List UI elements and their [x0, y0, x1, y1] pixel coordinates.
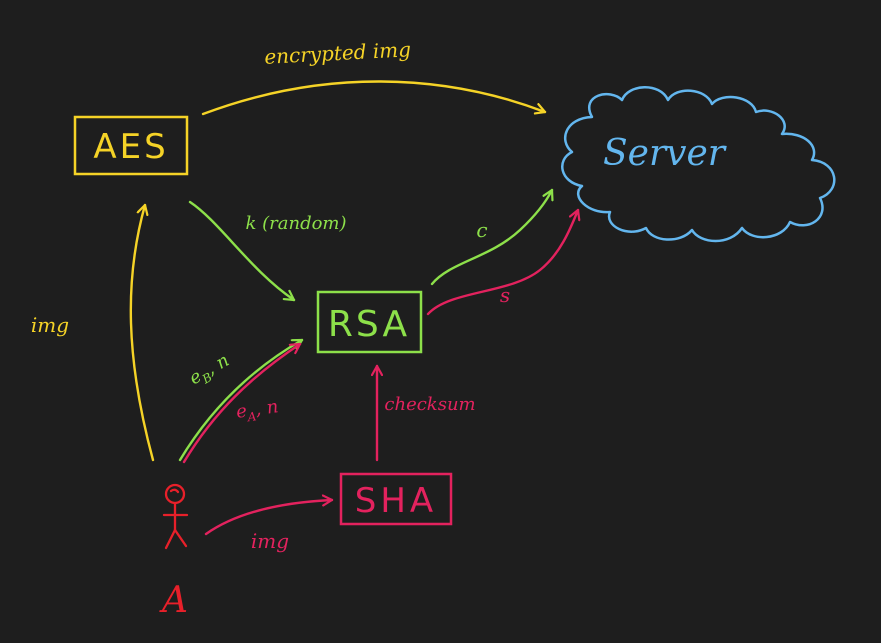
arrow-rsa-server-s — [426, 208, 578, 316]
sha-label: SHA — [355, 481, 437, 521]
edge-label-ea-n: eA, n — [235, 396, 280, 426]
rsa-label: RSA — [328, 304, 410, 345]
server-label: Server — [603, 133, 727, 174]
edge-aes-to-rsa: k (random) — [188, 200, 347, 302]
ea-base: e — [235, 401, 248, 423]
edge-aes-to-server: encrypted img — [201, 37, 547, 116]
edge-sha-to-rsa: checksum — [377, 364, 476, 462]
rsa-box — [316, 290, 423, 354]
actor-a: A — [159, 483, 189, 621]
arrow-aes-rsa — [188, 200, 296, 302]
ea-suffix: , n — [254, 396, 280, 420]
arrow-ea-rsa — [182, 342, 302, 464]
person-icon — [162, 483, 189, 550]
ea-subscript: A — [246, 409, 258, 424]
arrow-aes-server — [201, 80, 547, 116]
edge-label-c: c — [476, 218, 487, 242]
rsa-node: RSA — [316, 290, 423, 354]
edge-label-s: s — [500, 283, 510, 307]
edge-label-eb-n: eB, n — [186, 350, 235, 392]
sha-node: SHA — [339, 472, 453, 526]
aes-node: AES — [73, 115, 189, 176]
edge-rsa-to-server-c: c — [430, 188, 552, 286]
actor-label: A — [159, 580, 188, 621]
edge-label-img-sha: img — [251, 529, 289, 553]
arrow-eb-rsa — [178, 338, 304, 462]
edge-label-encrypted-img: encrypted img — [264, 37, 412, 69]
aes-label: AES — [93, 127, 168, 167]
arrow-actor-aes — [129, 203, 155, 462]
arrow-rsa-server-c — [430, 188, 552, 286]
arrow-actor-sha — [204, 500, 334, 536]
edge-label-checksum: checksum — [384, 394, 475, 415]
edge-actor-to-sha: img — [204, 500, 334, 553]
edge-actor-to-aes: img — [31, 203, 155, 462]
server-node: Server — [561, 86, 836, 243]
edge-label-k-random: k (random) — [245, 213, 346, 234]
edge-label-img-aes: img — [31, 313, 69, 337]
edge-actor-key-to-rsa: eA, n — [182, 342, 302, 464]
edge-rsa-to-server-s: s — [426, 208, 578, 316]
server-cloud-icon — [561, 86, 836, 243]
aes-box — [73, 115, 189, 176]
sha-box — [339, 472, 453, 526]
